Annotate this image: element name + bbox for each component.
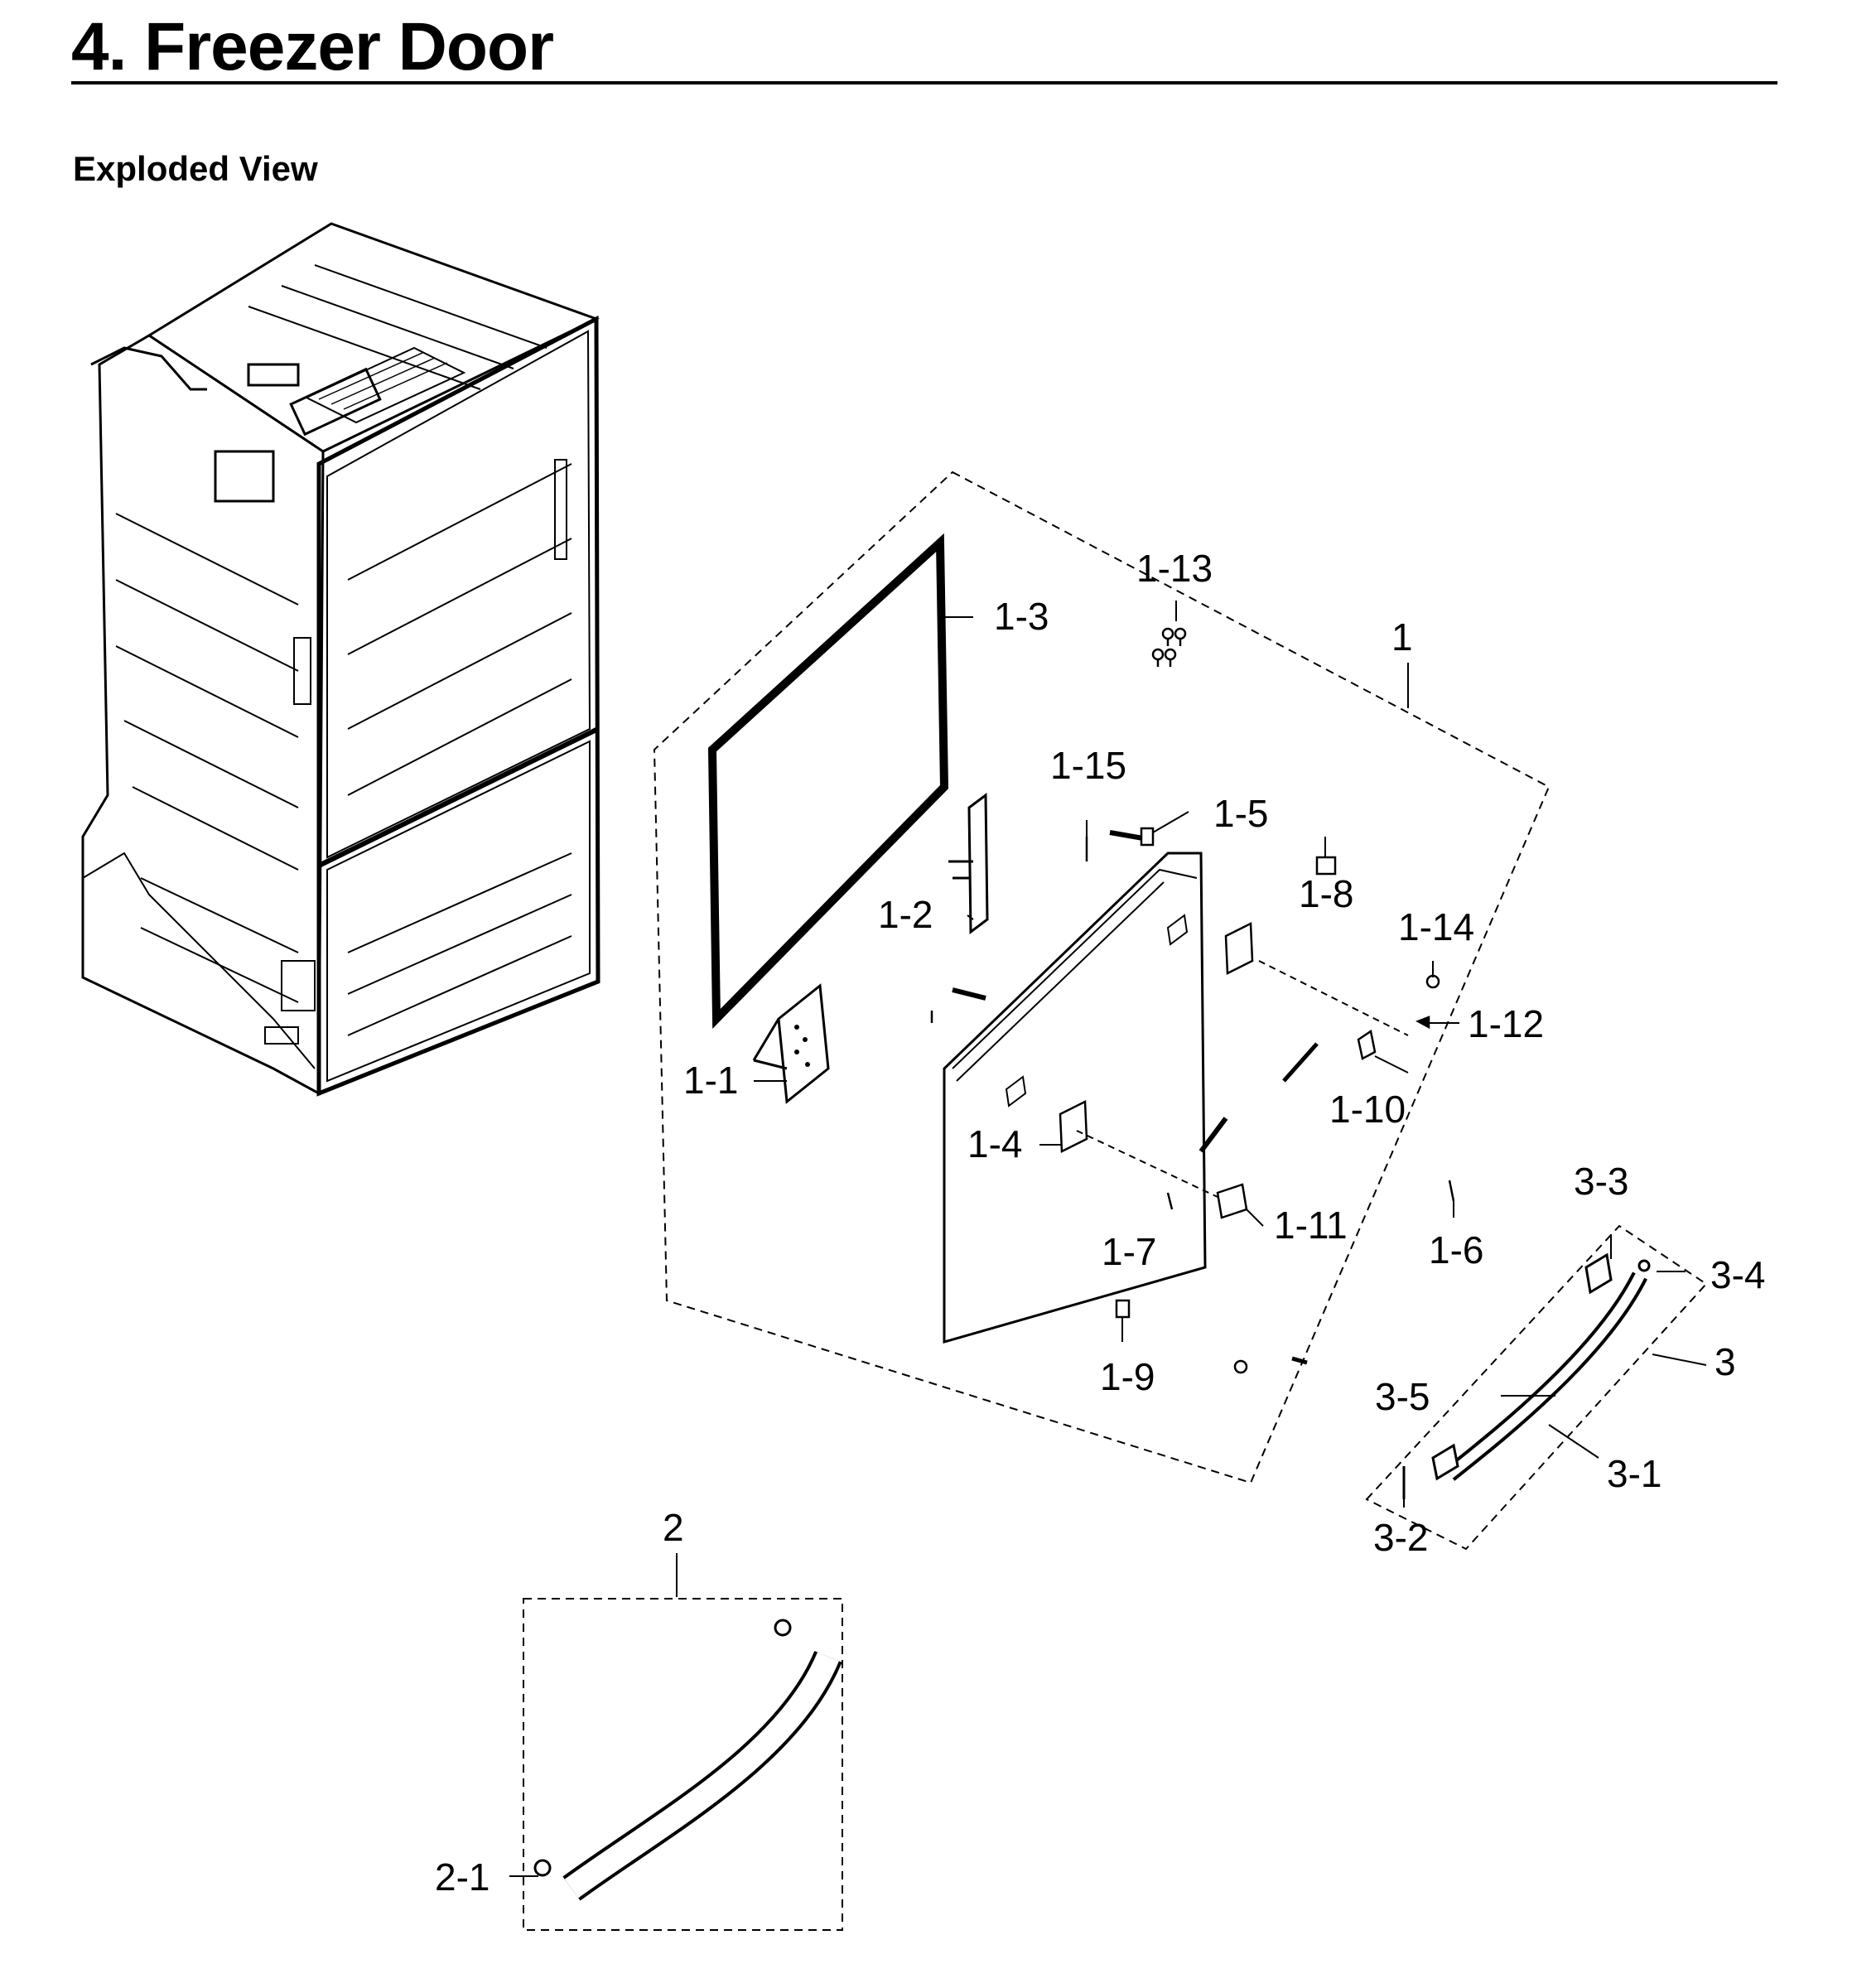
- callout-1-15: 1-15: [1050, 744, 1126, 787]
- callout-3-4: 3-4: [1710, 1253, 1765, 1296]
- door-gasket: [707, 533, 949, 1030]
- title-rule: [71, 81, 1777, 84]
- hinge-bracket-upper: [948, 793, 989, 934]
- callout-1-9: 1-9: [1100, 1355, 1155, 1398]
- callout-1-5: 1-5: [1213, 792, 1268, 835]
- door-handle-assembly: [1365, 1224, 1708, 1551]
- callout-3-5: 3-5: [1375, 1375, 1430, 1418]
- callout-1-7: 1-7: [1102, 1230, 1156, 1273]
- callout-1: 1: [1391, 615, 1413, 659]
- callout-1-8: 1-8: [1299, 872, 1353, 915]
- page-title: 4. Freezer Door: [71, 9, 554, 84]
- callout-3-2: 3-2: [1373, 1516, 1428, 1559]
- refrigerator-cabinet: [81, 222, 600, 1097]
- callout-1-3: 1-3: [994, 595, 1049, 638]
- callout-3-3: 3-3: [1574, 1160, 1628, 1203]
- callout-3-1: 3-1: [1607, 1452, 1661, 1495]
- door-hardware-parts: [930, 627, 1455, 1374]
- callout-labels: 1 1-1 1-2 1-3 1-4 1-5 1-6 1-7 1-8 1-9 1-…: [435, 547, 1765, 1899]
- callout-1-14: 1-14: [1398, 905, 1474, 948]
- freezer-door-panel: [943, 852, 1207, 1344]
- section-heading: Exploded View: [73, 149, 318, 188]
- callout-1-6: 1-6: [1429, 1228, 1483, 1271]
- hinge-bracket-lower: [752, 983, 830, 1104]
- callout-1-12: 1-12: [1468, 1002, 1544, 1045]
- callout-1-13: 1-13: [1136, 547, 1213, 590]
- assembly-1-boundary: [653, 470, 1551, 1484]
- callout-2: 2: [663, 1506, 684, 1549]
- handle-bar-assembly: [523, 1598, 843, 1931]
- callout-1-10: 1-10: [1329, 1088, 1406, 1131]
- callout-1-2: 1-2: [878, 893, 933, 936]
- callout-2-1: 2-1: [435, 1855, 490, 1899]
- leader-lines: [509, 601, 1707, 1877]
- callout-1-1: 1-1: [683, 1059, 738, 1102]
- callout-1-4: 1-4: [967, 1122, 1022, 1165]
- callout-1-11: 1-11: [1274, 1204, 1348, 1247]
- callout-3: 3: [1715, 1340, 1736, 1383]
